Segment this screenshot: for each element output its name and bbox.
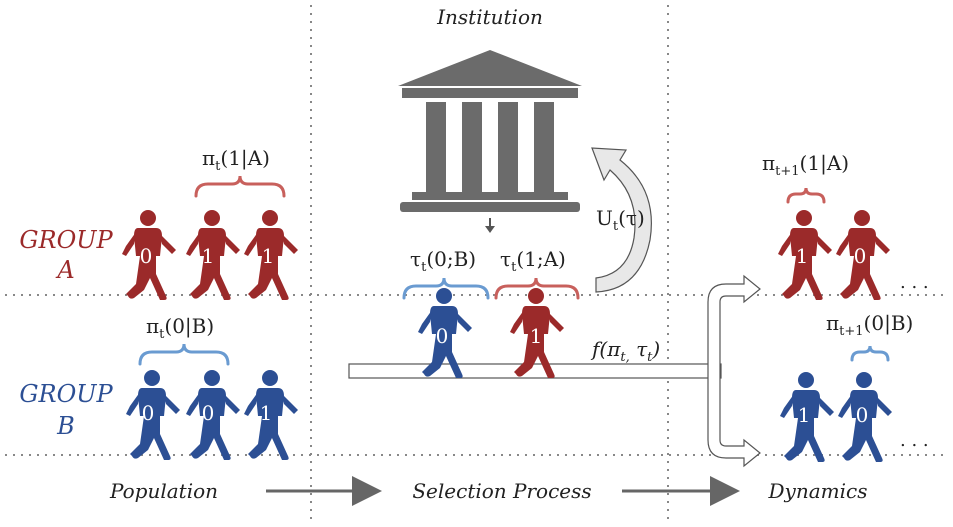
population-people-b: 0 0 1 <box>126 370 298 460</box>
person-label: 0 <box>854 244 867 268</box>
dynamics-people-b: 1 0 . . . <box>780 372 929 462</box>
selection-tau-a: τt(1;A) <box>500 247 566 275</box>
population-pi-b: πt(0|B) <box>146 314 214 342</box>
selection-person-b: 0 <box>418 288 472 378</box>
pi-subscript: t <box>159 327 165 342</box>
person-label: 1 <box>260 401 273 425</box>
tau-symbol: τ <box>410 247 421 271</box>
dynamics-people-a: 1 0 . . . <box>778 210 929 300</box>
population-brace-a <box>194 175 286 198</box>
pi-subscript: t+1 <box>839 324 863 339</box>
pi-symbol: π <box>826 311 839 335</box>
person-label: 0 <box>202 401 215 425</box>
pi-symbol: π <box>146 314 159 338</box>
institution-building-icon <box>398 50 582 212</box>
tau-symbol: τ <box>500 247 511 271</box>
person-label: 1 <box>262 244 275 268</box>
institution-label: Institution <box>436 5 543 29</box>
ellipsis-a: . . . <box>900 272 929 293</box>
person-label: 0 <box>436 324 449 348</box>
utility-label: Ut(τ) <box>596 206 645 234</box>
selection-process-label: Selection Process <box>412 479 591 503</box>
tau-args: (1;A) <box>516 247 566 271</box>
f-open: f(π <box>590 337 621 361</box>
pi-subscript: t+1 <box>775 164 799 179</box>
selection-flow-bar <box>348 363 722 379</box>
institution-down-arrow <box>485 218 495 233</box>
f-mid: τ <box>630 337 648 361</box>
selection-brace-a <box>494 277 580 300</box>
group-a-label-line1: GROUP <box>19 226 113 254</box>
person-label: 1 <box>796 244 809 268</box>
group-a-label-line2: A <box>55 256 74 284</box>
population-label: Population <box>109 479 218 503</box>
selection-person-a: 1 <box>510 288 564 378</box>
feedback-function-label: f(πt, τt) <box>590 337 660 365</box>
person-label: 1 <box>530 324 543 348</box>
population-pi-a: πt(1|A) <box>202 146 270 174</box>
person-label: 0 <box>142 401 155 425</box>
population-people-a: 0 1 1 <box>122 210 298 300</box>
dynamics-label: Dynamics <box>768 479 868 503</box>
tau-args: (0;B) <box>426 247 476 271</box>
person-label: 0 <box>140 244 153 268</box>
dynamics-pi-b: πt+1(0|B) <box>826 311 913 339</box>
selection-tau-b: τt(0;B) <box>410 247 476 275</box>
tau-subscript: t <box>421 260 427 275</box>
selection-brace-b <box>402 277 490 300</box>
utility-curved-arrow <box>591 147 652 293</box>
ellipsis-b: . . . <box>900 430 929 451</box>
person-label: 1 <box>202 244 215 268</box>
dynamics-pi-a: πt+1(1|A) <box>762 151 849 179</box>
dynamics-brace-a <box>786 187 826 204</box>
person-label: 0 <box>856 403 869 427</box>
tau-subscript: t <box>511 260 517 275</box>
pi-args: (1|A) <box>220 146 270 171</box>
pi-args: (0|B) <box>164 314 214 339</box>
f-sub2: t <box>647 350 653 365</box>
person-label: 1 <box>798 403 811 427</box>
group-b-label-line1: GROUP <box>19 380 113 408</box>
pi-subscript: t <box>215 159 221 174</box>
dynamics-brace-b <box>850 345 890 362</box>
f-sub1: t, <box>620 350 629 365</box>
pi-symbol: π <box>762 151 775 175</box>
pi-args: (1|A) <box>800 151 850 176</box>
utility-args: (τ) <box>618 206 645 230</box>
pi-args: (0|B) <box>864 311 914 336</box>
population-brace-b <box>138 343 230 366</box>
group-b-label-line2: B <box>56 412 75 440</box>
utility-symbol: U <box>596 206 613 230</box>
f-close: ) <box>651 337 660 361</box>
dynamics-split-arrow <box>707 274 761 468</box>
pi-symbol: π <box>202 146 215 170</box>
utility-subscript: t <box>613 219 619 234</box>
